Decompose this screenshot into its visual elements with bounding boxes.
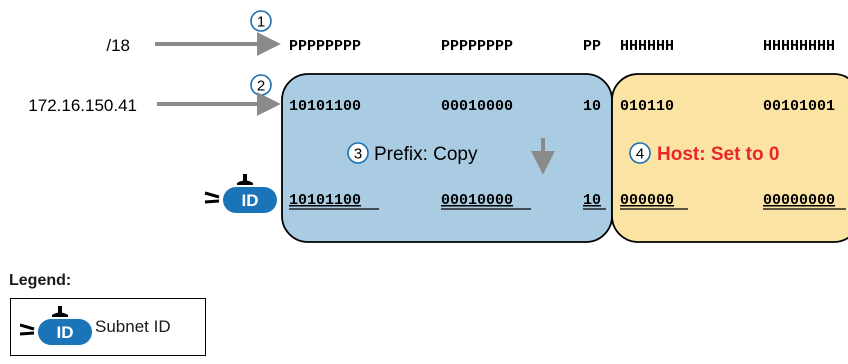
step-2-marker: 2 bbox=[250, 74, 272, 96]
ip-binary-row: 10101100 00010000 10 010110 00101001 bbox=[289, 98, 835, 115]
pattern-row: PPPPPPPP PPPPPPPP PP HHHHHH HHHHHHHH bbox=[289, 38, 835, 55]
step-1-number: 1 bbox=[257, 14, 265, 31]
pattern-octet-1: PPPPPPPP bbox=[289, 38, 361, 55]
step-1-marker: 1 bbox=[250, 10, 272, 32]
prefix-rule-label: Prefix: Copy bbox=[374, 144, 478, 165]
pattern-octet-3-host: HHHHHH bbox=[620, 38, 674, 55]
step-3-marker: 3 bbox=[347, 142, 369, 164]
legend-box bbox=[10, 298, 206, 356]
id-octet-4: 00000000 bbox=[763, 192, 835, 209]
host-rule-label: Host: Set to 0 bbox=[657, 144, 779, 165]
step-4-marker: 4 bbox=[629, 142, 651, 164]
id-octet-3-prefix: 10 bbox=[583, 192, 601, 209]
step-2-number: 2 bbox=[257, 78, 265, 95]
id-octet-3-host: 000000 bbox=[620, 192, 674, 209]
subnet-id-icon-text: ID bbox=[242, 191, 259, 210]
subnet-id-binary-row: 10101100 00010000 10 000000 00000000 bbox=[289, 192, 835, 209]
step-4-number: 4 bbox=[636, 146, 644, 163]
id-octet-2: 00010000 bbox=[441, 192, 513, 209]
mask-label: /18 bbox=[106, 36, 130, 55]
pattern-octet-3-prefix: PP bbox=[583, 38, 601, 55]
pattern-octet-2: PPPPPPPP bbox=[441, 38, 513, 55]
pattern-octet-4: HHHHHHHH bbox=[763, 38, 835, 55]
ip-octet-4: 00101001 bbox=[763, 98, 835, 115]
subnet-id-diagram: 1 /18 2 172.16.150.41 PPPPPPPP PPPPPPPP … bbox=[28, 10, 848, 243]
ip-address-label: 172.16.150.41 bbox=[28, 96, 137, 115]
ip-octet-3-prefix: 10 bbox=[583, 98, 601, 115]
ip-octet-2: 00010000 bbox=[441, 98, 513, 115]
legend-icon-text: ID bbox=[57, 323, 74, 342]
legend-title: Legend: bbox=[9, 272, 72, 289]
ip-octet-1: 10101100 bbox=[289, 98, 361, 115]
legend-subnet-id-icon: ID bbox=[20, 306, 92, 345]
legend-subnet-id-label: Subnet ID bbox=[95, 317, 171, 336]
subnet-id-icon: ID bbox=[204, 174, 277, 213]
ip-octet-3-host: 010110 bbox=[620, 98, 674, 115]
id-octet-1: 10101100 bbox=[289, 192, 361, 209]
host-panel bbox=[611, 73, 848, 243]
step-3-number: 3 bbox=[354, 146, 362, 163]
